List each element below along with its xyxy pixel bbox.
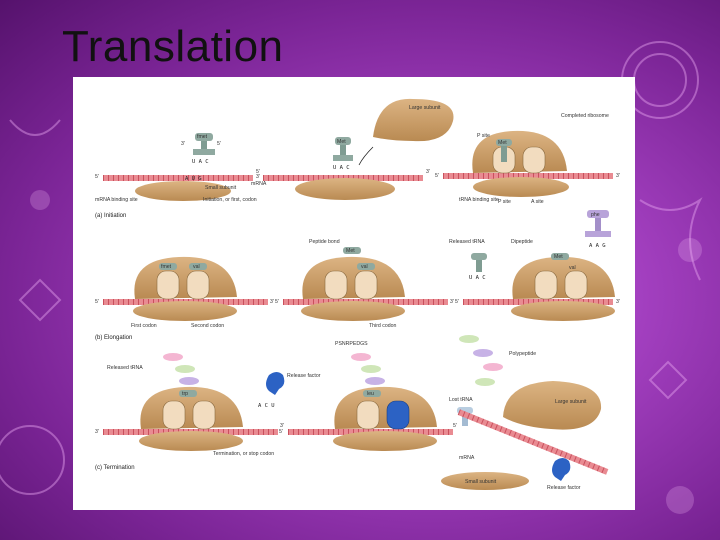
svg-text:First codon: First codon — [131, 323, 157, 329]
initiator-trna: fmet U A C — [192, 133, 215, 165]
svg-text:U A C: U A C — [469, 275, 486, 281]
svg-text:3': 3' — [280, 423, 284, 429]
svg-text:Initiation, or first, codon: Initiation, or first, codon — [203, 197, 257, 203]
svg-text:(b) Elongation: (b) Elongation — [95, 335, 132, 341]
svg-text:5': 5' — [453, 423, 457, 429]
svg-text:5': 5' — [279, 429, 283, 435]
translation-diagram: 5' 3' fmet U A C 3' 5' A U G mRNA Small … — [73, 77, 635, 510]
svg-text:Polypeptide: Polypeptide — [509, 351, 536, 357]
svg-text:5': 5' — [95, 299, 99, 305]
svg-text:A site: A site — [531, 199, 544, 205]
svg-text:Termination, or stop codon: Termination, or stop codon — [213, 451, 274, 457]
released-trna: U A C — [469, 253, 487, 281]
svg-text:val: val — [361, 264, 368, 270]
svg-text:A A G: A A G — [589, 243, 606, 249]
svg-text:A U G: A U G — [185, 176, 202, 182]
termination-panel: 3' 5' trp A C U Release factor Released … — [95, 335, 609, 491]
slide-title: Translation — [62, 22, 284, 71]
svg-text:PSNRPEDGS: PSNRPEDGS — [335, 341, 368, 347]
svg-text:3': 3' — [181, 141, 185, 147]
svg-text:leu: leu — [367, 391, 374, 397]
svg-text:Large subunit: Large subunit — [555, 399, 587, 405]
svg-text:5': 5' — [435, 173, 439, 179]
small-subunit-free — [441, 472, 529, 490]
released-polypeptide — [459, 335, 503, 386]
initiator-trna: Met — [496, 139, 512, 162]
svg-text:trp: trp — [182, 391, 188, 397]
svg-text:mRNA: mRNA — [251, 181, 267, 187]
svg-text:fmet: fmet — [161, 264, 172, 270]
svg-text:P site: P site — [477, 133, 490, 139]
large-subunit — [373, 98, 454, 142]
svg-text:Large subunit: Large subunit — [409, 105, 441, 111]
svg-text:5': 5' — [455, 299, 459, 305]
svg-text:5': 5' — [275, 299, 279, 305]
mrna-free — [457, 409, 609, 475]
svg-text:Completed ribosome: Completed ribosome — [561, 113, 609, 119]
svg-text:3': 3' — [426, 169, 430, 175]
elongation-panel: 5' 3' fmet val First codon Second codon … — [95, 210, 620, 341]
svg-text:Release factor: Release factor — [547, 485, 581, 491]
mrna-strand — [463, 299, 613, 305]
mrna-strand — [103, 175, 253, 181]
polypeptide-chain — [351, 353, 385, 385]
svg-text:5': 5' — [256, 169, 260, 175]
svg-text:Met: Met — [337, 139, 346, 145]
svg-text:Lost tRNA: Lost tRNA — [449, 397, 473, 403]
polypeptide-chain — [163, 353, 199, 385]
svg-text:mRNA: mRNA — [459, 455, 475, 461]
mrna-strand — [443, 173, 613, 179]
svg-text:5': 5' — [95, 174, 99, 180]
svg-text:Third codon: Third codon — [369, 323, 397, 329]
svg-text:3': 3' — [616, 173, 620, 179]
incoming-trna: phe A A G — [585, 210, 611, 249]
svg-text:Dipeptide: Dipeptide — [511, 239, 533, 245]
svg-text:Small subunit: Small subunit — [465, 479, 497, 485]
svg-text:Met: Met — [346, 248, 355, 254]
svg-text:Released tRNA: Released tRNA — [449, 239, 485, 245]
svg-text:(a) Initiation: (a) Initiation — [95, 213, 126, 219]
svg-text:3': 3' — [270, 299, 274, 305]
release-factor: A C U — [258, 372, 285, 409]
svg-text:mRNA binding site: mRNA binding site — [95, 197, 138, 203]
release-factor-free — [552, 458, 571, 481]
mrna-strand — [263, 175, 423, 181]
svg-text:Met: Met — [554, 254, 563, 260]
large-subunit-free — [503, 381, 602, 430]
svg-text:5': 5' — [217, 141, 221, 147]
svg-text:fmet: fmet — [197, 134, 208, 140]
svg-text:Second codon: Second codon — [191, 323, 224, 329]
svg-text:Met: Met — [498, 140, 507, 146]
svg-text:Small subunit: Small subunit — [205, 185, 237, 191]
initiation-panel: 5' 3' fmet U A C 3' 5' A U G mRNA Small … — [95, 98, 620, 219]
svg-text:3': 3' — [256, 174, 260, 180]
svg-text:U A C: U A C — [333, 165, 350, 171]
svg-text:3': 3' — [95, 429, 99, 435]
svg-text:phe: phe — [591, 212, 600, 218]
svg-text:Release factor: Release factor — [287, 373, 321, 379]
svg-text:3': 3' — [450, 299, 454, 305]
small-subunit — [295, 178, 395, 200]
svg-text:Peptide bond: Peptide bond — [309, 239, 340, 245]
svg-text:tRNA binding site: tRNA binding site — [459, 197, 499, 203]
svg-text:Released tRNA: Released tRNA — [107, 365, 143, 371]
small-subunit — [135, 181, 231, 201]
initiator-trna: Met U A C — [333, 137, 353, 171]
svg-text:val: val — [569, 265, 576, 271]
svg-text:U A C: U A C — [192, 159, 209, 165]
svg-text:3': 3' — [616, 299, 620, 305]
svg-text:A C U: A C U — [258, 403, 275, 409]
svg-text:P site: P site — [498, 199, 511, 205]
svg-text:(c) Termination: (c) Termination — [95, 465, 135, 471]
svg-text:val: val — [193, 264, 200, 270]
